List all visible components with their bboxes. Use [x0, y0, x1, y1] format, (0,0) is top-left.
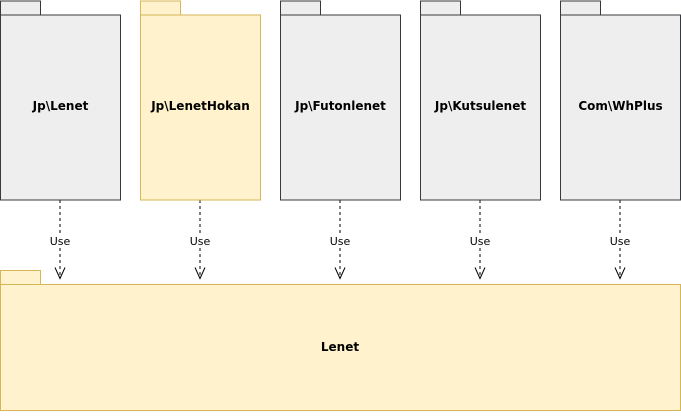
package-com-whplus-body: [560, 14, 681, 201]
package-jp-futonlenet: Jp\Futonlenet: [280, 0, 401, 201]
package-com-whplus: Com\WhPlus: [560, 0, 681, 201]
package-lenet: Lenet: [0, 270, 681, 411]
dependency-label: Use: [610, 235, 631, 248]
package-label-lenet: Lenet: [321, 340, 359, 354]
package-jp-futonlenet-tab: [280, 0, 321, 16]
package-lenet-tab: [0, 270, 41, 285]
dependency-label: Use: [470, 235, 491, 248]
dependency-label: Use: [330, 235, 351, 248]
dependency-jp-lenet-to-lenet: Use: [48, 200, 72, 280]
open-arrowhead: [614, 267, 626, 280]
target-package-group: Lenet: [0, 270, 681, 411]
package-com-whplus-tab: [560, 0, 601, 16]
dependency-jp-futonlenet-to-lenet: Use: [328, 200, 352, 280]
package-label-jp-lenet: Jp\Lenet: [32, 99, 89, 113]
package-label-jp-lenethokan: Jp\LenetHokan: [150, 99, 250, 113]
dependency-label: Use: [50, 235, 71, 248]
package-label-com-whplus: Com\WhPlus: [578, 99, 662, 113]
package-label-jp-futonlenet: Jp\Futonlenet: [294, 99, 386, 113]
open-arrowhead: [474, 267, 486, 280]
dependency-label: Use: [190, 235, 211, 248]
package-jp-lenet-body: [0, 14, 121, 201]
packages: Jp\Lenet Jp\LenetHokan Jp\Futonlenet Jp\Kut…: [0, 0, 681, 201]
package-jp-kutsulenet-tab: [420, 0, 461, 16]
package-lenet-body: [0, 284, 681, 411]
dependency-jp-kutsulenet-to-lenet: Use: [468, 200, 492, 280]
package-jp-kutsulenet-body: [420, 14, 541, 201]
package-label-jp-kutsulenet: Jp\Kutsulenet: [434, 99, 526, 113]
dependency-label-background: [608, 235, 632, 248]
package-jp-kutsulenet: Jp\Kutsulenet: [420, 0, 541, 201]
dependency-edges: Use Use Use Use Use: [48, 200, 632, 280]
dependency-label-background: [48, 235, 72, 248]
package-jp-lenet-tab: [0, 0, 41, 16]
package-jp-lenethokan: Jp\LenetHokan: [140, 0, 261, 201]
dependency-label-background: [328, 235, 352, 248]
package-jp-futonlenet-body: [280, 14, 401, 201]
open-arrowhead: [334, 267, 346, 280]
package-jp-lenethokan-body: [140, 14, 261, 201]
open-arrowhead: [54, 267, 66, 280]
package-jp-lenethokan-tab: [140, 0, 181, 16]
open-arrowhead: [194, 267, 206, 280]
dependency-label-background: [468, 235, 492, 248]
dependency-jp-lenethokan-to-lenet: Use: [188, 200, 212, 280]
package-jp-lenet: Jp\Lenet: [0, 0, 121, 201]
dependency-com-whplus-to-lenet: Use: [608, 200, 632, 280]
dependency-label-background: [188, 235, 212, 248]
